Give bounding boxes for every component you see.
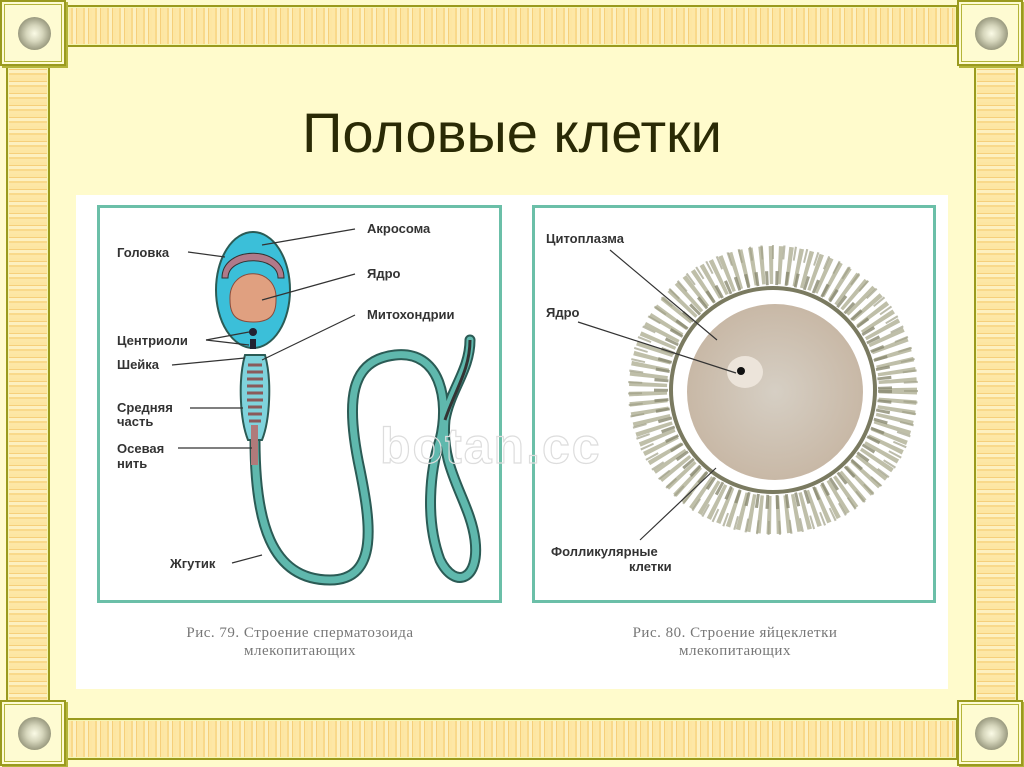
label-axial-filament-line1: Осевая: [117, 441, 165, 456]
label-nucleus-sperm: Ядро: [367, 266, 401, 281]
label-head: Головка: [117, 245, 170, 260]
frame-right-bar: [974, 66, 1018, 716]
label-midpiece-line2: часть: [117, 414, 154, 429]
label-centrioles: Центриоли: [117, 333, 188, 348]
caption-figure-80: Рис. 80. Строение яйцеклетки млекопитающ…: [545, 624, 925, 660]
label-follicular-cells-line2: клетки: [629, 559, 672, 574]
caption-80-line2: млекопитающих: [679, 643, 791, 659]
label-mitochondria: Митохондрии: [367, 307, 455, 322]
caption-79-line1: Рис. 79. Строение сперматозоида: [186, 625, 414, 641]
frame-corner-top-left: [0, 0, 66, 66]
label-acrosome: Акросома: [367, 221, 431, 236]
frame-corner-top-right: [957, 0, 1023, 66]
label-neck: Шейка: [117, 357, 160, 372]
slide-title: Половые клетки: [302, 101, 722, 164]
label-midpiece-line1: Средняя: [117, 400, 173, 415]
label-follicular-cells-line1: Фолликулярные: [551, 544, 658, 559]
caption-80-line1: Рис. 80. Строение яйцеклетки: [632, 625, 838, 641]
knob-icon: [975, 17, 1008, 50]
knob-icon: [18, 717, 51, 750]
frame-left-bar: [6, 66, 50, 716]
frame-bottom-bar: [66, 718, 958, 760]
label-cytoplasm: Цитоплазма: [546, 231, 624, 246]
knob-icon: [18, 17, 51, 50]
label-axial-filament-line2: нить: [117, 456, 148, 471]
label-flagellum: Жгутик: [170, 556, 216, 571]
watermark-text: botan.cc: [379, 417, 602, 474]
label-nucleus-egg: Ядро: [546, 305, 580, 320]
caption-figure-79: Рис. 79. Строение сперматозоида млекопит…: [110, 624, 490, 660]
frame-top-bar: [66, 5, 958, 47]
frame-corner-bottom-left: [0, 700, 66, 766]
frame-corner-bottom-right: [957, 700, 1023, 766]
caption-79-line2: млекопитающих: [244, 643, 356, 659]
knob-icon: [975, 717, 1008, 750]
